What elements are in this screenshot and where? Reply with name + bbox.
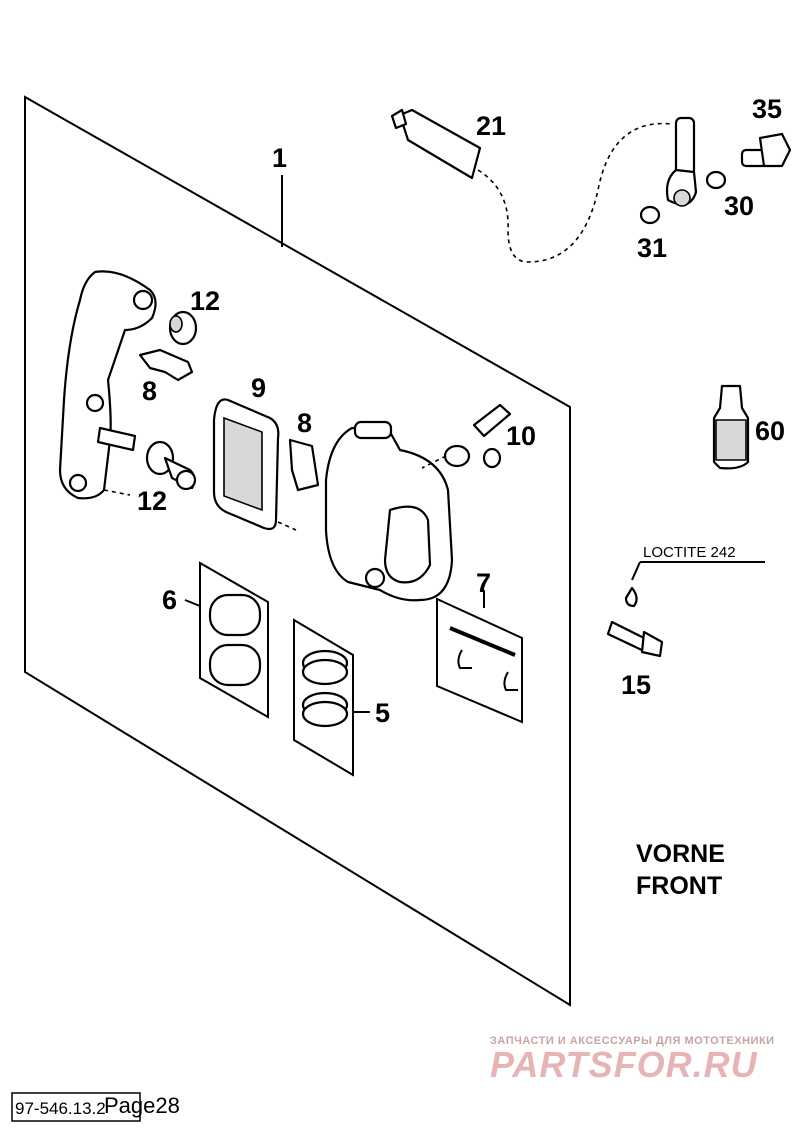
direction-label-en: FRONT [636,872,722,900]
banjo-bolt [740,132,792,168]
callout-5: 5 [375,698,390,728]
loctite-label: LOCTITE 242 [643,544,736,561]
assembly-panel-outline [24,95,571,1007]
bleeder-screw [421,403,512,469]
washer-30 [705,170,727,190]
pistons-kit [184,561,269,719]
guide-pin-lower [145,440,197,491]
brake-pad [212,398,297,531]
callout-1: 1 [272,143,287,173]
brake-hose [390,108,673,263]
callout-8-lower: 8 [297,408,312,438]
callout-12-upper: 12 [190,286,220,316]
bushing-upper [168,310,198,346]
callout-15: 15 [621,670,651,700]
pad-spring-upper [138,348,194,382]
callout-12-lower: 12 [137,486,167,516]
caliper-screw [606,561,765,658]
drawing-code: 97-546.13.2 [15,1099,106,1118]
pad-pin-kit [436,590,523,724]
callout-35: 35 [752,94,782,124]
callout-8-upper: 8 [142,376,157,406]
loctite-bottle [712,384,750,470]
direction-label-de: VORNE [636,840,725,868]
drawing-code-box [11,1092,141,1122]
callout-9: 9 [251,373,266,403]
callout-60: 60 [755,416,785,446]
callout-30: 30 [724,191,754,221]
seals-kit [293,618,370,777]
caliper-bracket [58,270,157,500]
watermark-logo: PARTSFOR.RU [490,1044,758,1085]
callout-7: 7 [476,568,491,598]
watermark-tagline: ЗАПЧАСТИ И АКСЕССУАРЫ ДЛЯ МОТОТЕХНИКИ [490,1035,775,1047]
washer-31 [639,205,661,225]
callout-10: 10 [506,421,536,451]
caliper-housing [324,420,454,602]
callout-6: 6 [162,585,177,615]
callout-31: 31 [637,233,667,263]
hose-banjo-fitting [665,116,698,207]
page-label: Page28 [104,1093,180,1118]
pad-spring-lower [288,438,320,492]
callout-21: 21 [476,111,506,141]
